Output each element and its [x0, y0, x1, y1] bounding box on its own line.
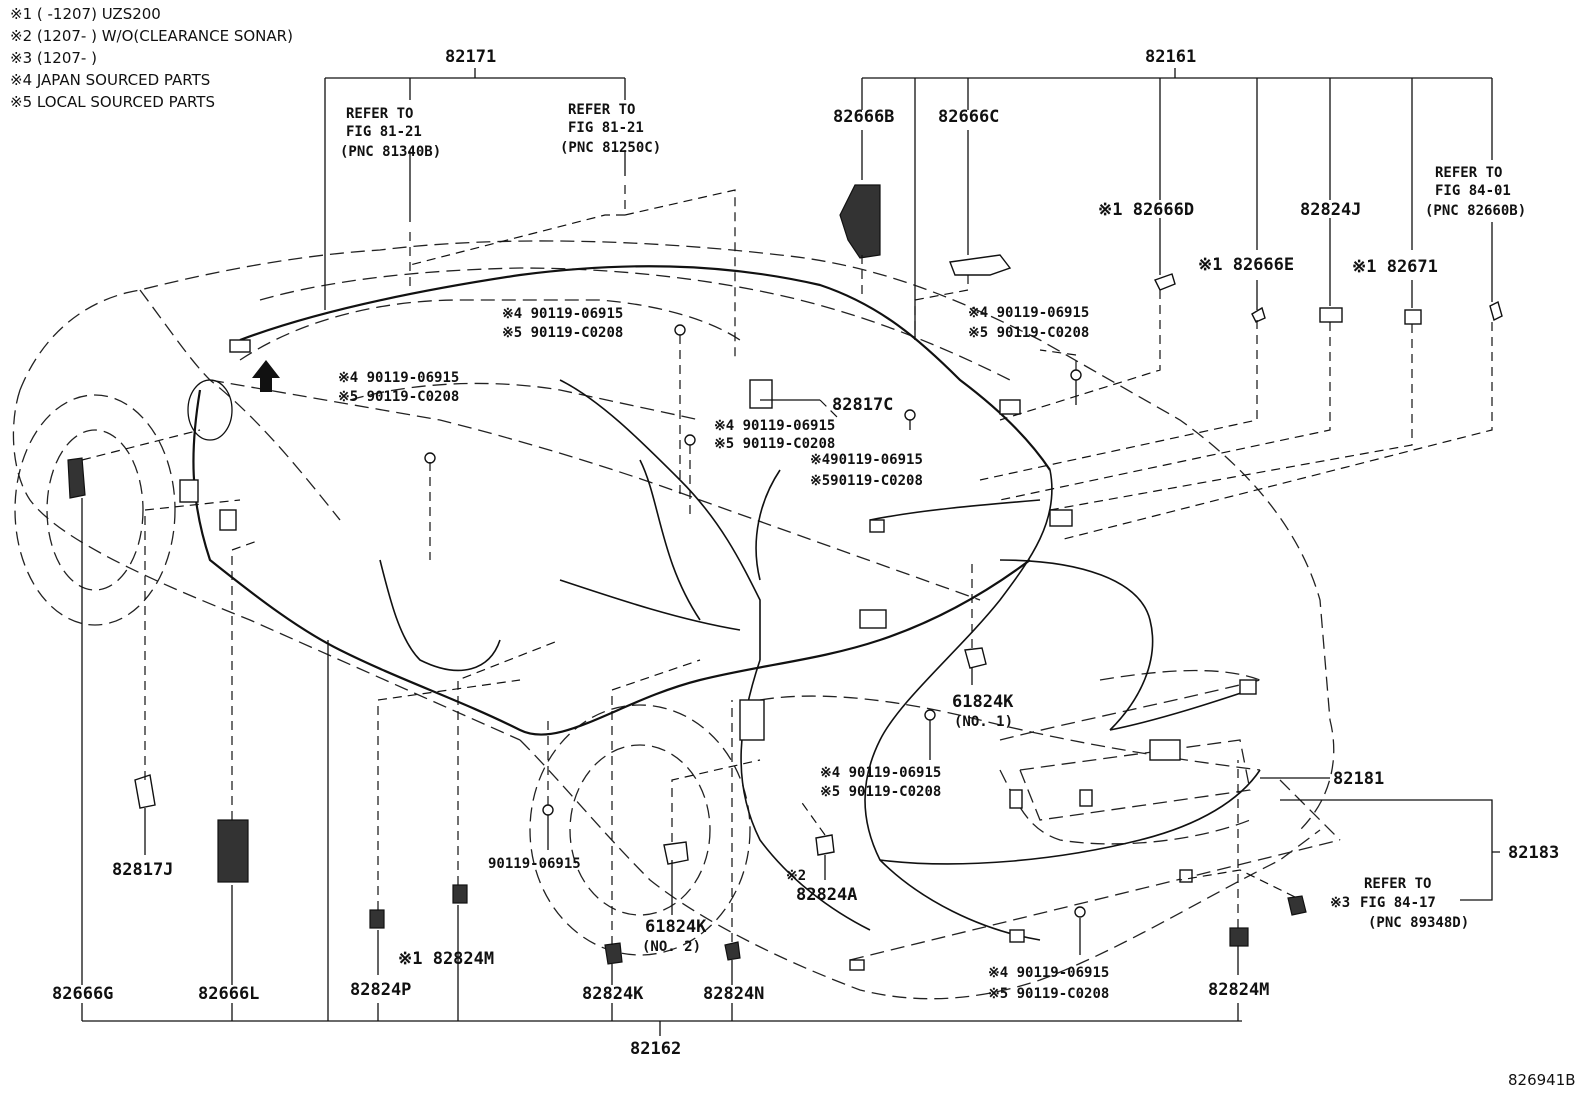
sensor-82660b-icon [1489, 300, 1503, 322]
note-2: ※2 (1207- ) W/O(CLEARANCE SONAR) [10, 27, 293, 45]
part-number-82666d: ※1 82666D [1098, 200, 1194, 220]
part-number-61824k-1: 61824K [952, 692, 1014, 712]
note-1: ※1 ( -1207) UZS200 [10, 5, 161, 23]
grommet-82824p-icon [369, 909, 385, 929]
bolt-label-2-line2: ※5 90119-C0208 [338, 389, 459, 405]
ref-84-01-line2: FIG 84-01 [1435, 183, 1511, 199]
grommet-82824n-icon [724, 941, 741, 961]
part-number-82666l: 82666L [198, 984, 259, 1004]
ref-81-21-a-line3: (PNC 81340B) [340, 144, 441, 160]
car-body-outline [12, 240, 1341, 1000]
leader-lines-dashed [81, 185, 1493, 945]
note-3: ※3 (1207- ) [10, 49, 97, 67]
part-number-82666c: 82666C [938, 107, 999, 127]
clamp-82824a-icon [815, 834, 835, 856]
bolt-label-7-line1: ※4 90119-06915 [988, 965, 1109, 981]
leader-lines [81, 68, 1500, 1036]
relay-block-icon [839, 184, 881, 259]
bolt-icon [674, 324, 686, 336]
part-number-82824p: 82824P [350, 980, 411, 1000]
bolt-label-6-line1: ※4 90119-06915 [820, 765, 941, 781]
part-number-82824a-prefix: ※2 [786, 868, 806, 884]
front-arrow-icon [252, 360, 280, 392]
ref-84-01-line1: REFER TO [1435, 165, 1502, 181]
ref-81-21-b-line3: (PNC 81250C) [560, 140, 661, 156]
bolt-icon [684, 434, 696, 446]
bolt-icon [542, 804, 554, 816]
part-number-82817c: 82817C [832, 395, 893, 415]
part-number-82666e: ※1 82666E [1198, 255, 1294, 275]
ref-81-21-b-line1: REFER TO [568, 102, 635, 118]
part-number-82824m-a: ※1 82824M [398, 949, 494, 969]
part-number-82666b: 82666B [833, 107, 894, 127]
part-number-82824m-b: 82824M [1208, 980, 1269, 1000]
bolt-label-7-line2: ※5 90119-C0208 [988, 986, 1109, 1002]
block-82666l-icon [217, 819, 249, 883]
bolt-label-3-line2: ※5 90119-C0208 [968, 325, 1089, 341]
labels: 82171 82161 REFER TO FIG 81-21 (PNC 8134… [52, 47, 1576, 1089]
cover-61824k-2-icon [663, 841, 689, 865]
bolt-icon [1074, 906, 1086, 918]
ref-81-21-a-line2: FIG 81-21 [346, 124, 422, 140]
bolt-label-4-line1: ※4 90119-06915 [714, 418, 835, 434]
clip-small-icon [1251, 306, 1266, 323]
bolt-icon [1070, 369, 1082, 381]
figure-id: 826941B [1508, 1071, 1576, 1089]
bracket-icon [949, 254, 1012, 276]
sensor-89348d-icon [1287, 895, 1307, 916]
part-number-82824n: 82824N [703, 984, 764, 1004]
grommet-82824m-b-icon [1229, 927, 1249, 947]
part-number-82817j: 82817J [112, 860, 173, 880]
part-number-82162: 82162 [630, 1039, 681, 1059]
bolt-label-1-line2: ※5 90119-C0208 [502, 325, 623, 341]
part-number-90119: 90119-06915 [488, 856, 581, 872]
ref-84-17-line1: REFER TO [1364, 876, 1431, 892]
bolt-label-5-line2: ※590119-C0208 [810, 473, 923, 489]
bolt-label-3-line1: ※4 90119-06915 [968, 305, 1089, 321]
part-number-82181: 82181 [1333, 769, 1384, 789]
note-4: ※4 JAPAN SOURCED PARTS [10, 71, 210, 89]
wiring-harness [179, 265, 1261, 971]
grommet-front-icon [67, 457, 86, 499]
bolt-label-2-line1: ※4 90119-06915 [338, 370, 459, 386]
part-number-82183: 82183 [1508, 843, 1559, 863]
part-number-82666g: 82666G [52, 984, 113, 1004]
part-number-82824k: 82824K [582, 984, 644, 1004]
ref-81-21-b-line2: FIG 81-21 [568, 120, 644, 136]
part-number-82824j: 82824J [1300, 200, 1361, 220]
ref-81-21-a-line1: REFER TO [346, 106, 413, 122]
cover-61824k-1-icon [964, 647, 987, 669]
part-number-61824k-1-sub: (NO. 1) [954, 714, 1013, 730]
connector-82671-icon [1404, 309, 1422, 325]
ref-84-01-line3: (PNC 82660B) [1425, 203, 1526, 219]
clip-icon [1154, 273, 1176, 291]
ref-84-17-line2: FIG 84-17 [1360, 895, 1436, 911]
grommet-82824k-icon [604, 942, 623, 965]
notes-legend: ※1 ( -1207) UZS200 ※2 (1207- ) W/O(CLEAR… [10, 5, 293, 111]
bolt-label-6-line2: ※5 90119-C0208 [820, 784, 941, 800]
bolt-icon [904, 409, 916, 421]
note-5: ※5 LOCAL SOURCED PARTS [10, 93, 215, 111]
part-icons [67, 184, 1503, 965]
part-number-61824k-2: 61824K [645, 917, 707, 937]
part-number-61824k-2-sub: (NO. 2) [642, 939, 701, 955]
part-number-82161: 82161 [1145, 47, 1196, 67]
connector-82824j-icon [1319, 307, 1343, 323]
bolt-label-5-line1: ※490119-06915 [810, 452, 923, 468]
bolt-label-4-line2: ※5 90119-C0208 [714, 436, 835, 452]
ref-84-17-line3: (PNC 89348D) [1368, 915, 1469, 931]
part-number-82171: 82171 [445, 47, 496, 67]
bolt-label-1-line1: ※4 90119-06915 [502, 306, 623, 322]
bolt-icon [424, 452, 436, 464]
bolt-icon [924, 709, 936, 721]
ref-84-17-prefix: ※3 [1330, 895, 1350, 911]
grommet-82824m-a-icon [452, 884, 468, 904]
part-number-82671: ※1 82671 [1352, 257, 1438, 277]
part-number-82824a: 82824A [796, 885, 857, 905]
